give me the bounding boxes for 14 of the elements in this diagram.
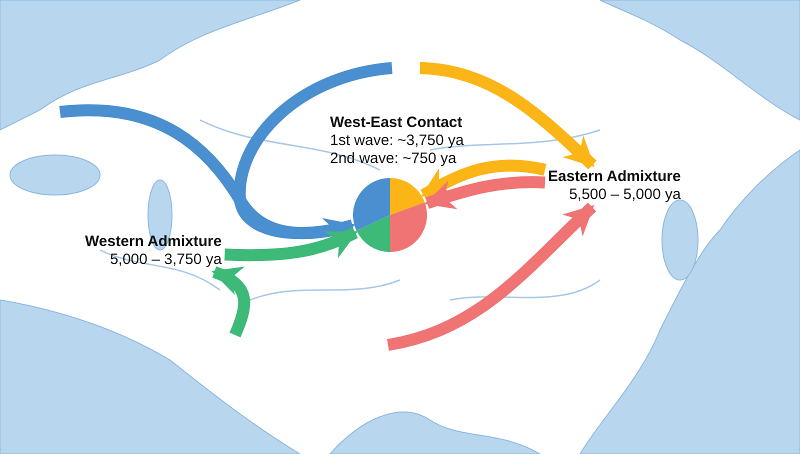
arrow [420, 160, 546, 200]
arrow [424, 176, 546, 210]
date-range: 2nd wave: ~750 ya [330, 150, 458, 168]
heading: Western Admixture [85, 233, 222, 251]
arrow [386, 202, 596, 351]
arrow [420, 62, 597, 170]
heading: West-East Contact [330, 114, 464, 132]
arrow [224, 227, 358, 262]
arrow [212, 266, 250, 338]
pie-chart [353, 178, 427, 252]
date-range: 1st wave: ~3,750 ya [330, 132, 464, 150]
date-range: 5,500 – 5,000 ya [568, 186, 681, 204]
date-range: 5,000 – 3,750 ya [108, 251, 222, 269]
heading: Eastern Admixture [548, 168, 681, 186]
